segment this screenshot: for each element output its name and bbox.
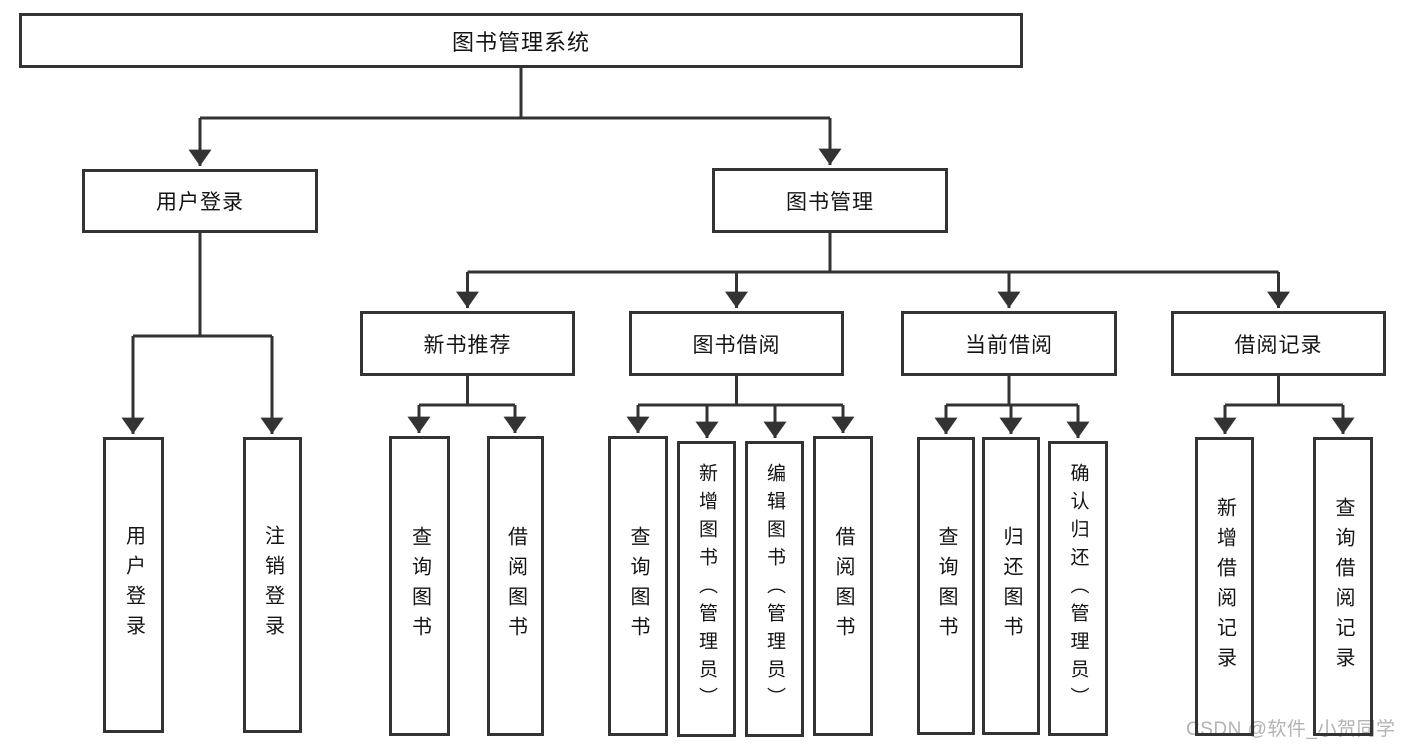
leaf-borrow-books-2-label: 借阅图书 (832, 526, 854, 646)
leaf-borrow-books-1-label: 借阅图书 (504, 526, 527, 646)
leaf-borrow-books-1: 借阅图书 (487, 436, 544, 736)
leaf-query-books-1-label: 查询图书 (408, 526, 431, 646)
leaf-edit-book-admin: 编辑图书（管理员） (745, 441, 804, 737)
leaf-query-borrow-record-label: 查询借阅记录 (1332, 496, 1354, 677)
edge-group-book-borrow (626, 376, 855, 438)
node-current-borrow: 当前借阅 (901, 311, 1117, 376)
leaf-logout-label: 注销登录 (261, 525, 284, 645)
leaf-confirm-return-admin: 确认归还（管理员） (1048, 441, 1108, 736)
leaf-query-books-3-label: 查询图书 (935, 526, 957, 646)
node-new-book-recommend: 新书推荐 (360, 311, 575, 376)
edge-group-user-login (121, 233, 284, 434)
node-book-management-label: 图书管理 (786, 190, 874, 214)
leaf-add-book-admin: 新增图书（管理员） (677, 441, 736, 737)
leaf-add-borrow-record: 新增借阅记录 (1195, 437, 1254, 736)
edge-group-new-books (407, 376, 527, 433)
node-user-login-label: 用户登录 (156, 191, 244, 214)
leaf-return-books-label: 归还图书 (1000, 526, 1022, 646)
leaf-user-login: 用户登录 (103, 437, 164, 733)
edge-group-current-borrow (934, 376, 1090, 438)
node-book-borrow: 图书借阅 (629, 311, 844, 376)
node-current-borrow-label: 当前借阅 (965, 333, 1053, 357)
leaf-add-borrow-record-label: 新增借阅记录 (1213, 496, 1236, 677)
node-library-system-label: 图书管理系统 (451, 29, 590, 55)
leaf-add-book-admin-label: 新增图书（管理员） (696, 463, 717, 715)
leaf-query-books-2: 查询图书 (608, 436, 668, 736)
leaf-confirm-return-admin-label: 确认归还（管理员） (1067, 462, 1089, 715)
node-borrow-records: 借阅记录 (1171, 311, 1386, 376)
node-book-borrow-label: 图书借阅 (692, 333, 781, 357)
edge-group-root (188, 68, 842, 166)
csdn-watermark: CSDN @软件_小贺同学 (1186, 719, 1396, 740)
node-borrow-records-label: 借阅记录 (1234, 333, 1323, 357)
leaf-query-books-1: 查询图书 (389, 436, 450, 736)
leaf-edit-book-admin-label: 编辑图书（管理员） (764, 463, 785, 715)
leaf-query-books-3: 查询图书 (917, 437, 975, 735)
node-user-login: 用户登录 (82, 169, 318, 233)
leaf-query-books-2-label: 查询图书 (627, 526, 649, 646)
leaf-return-books: 归还图书 (982, 437, 1040, 735)
leaf-logout: 注销登录 (243, 437, 302, 733)
edge-group-book-mgmt (456, 233, 1290, 308)
node-new-book-recommend-label: 新书推荐 (423, 333, 512, 357)
edge-group-borrow-records (1213, 376, 1355, 434)
node-library-system: 图书管理系统 (19, 13, 1023, 68)
leaf-user-login-label: 用户登录 (122, 525, 145, 645)
leaf-query-borrow-record: 查询借阅记录 (1313, 437, 1373, 736)
node-book-management: 图书管理 (712, 168, 948, 233)
leaf-borrow-books-2: 借阅图书 (813, 436, 873, 736)
